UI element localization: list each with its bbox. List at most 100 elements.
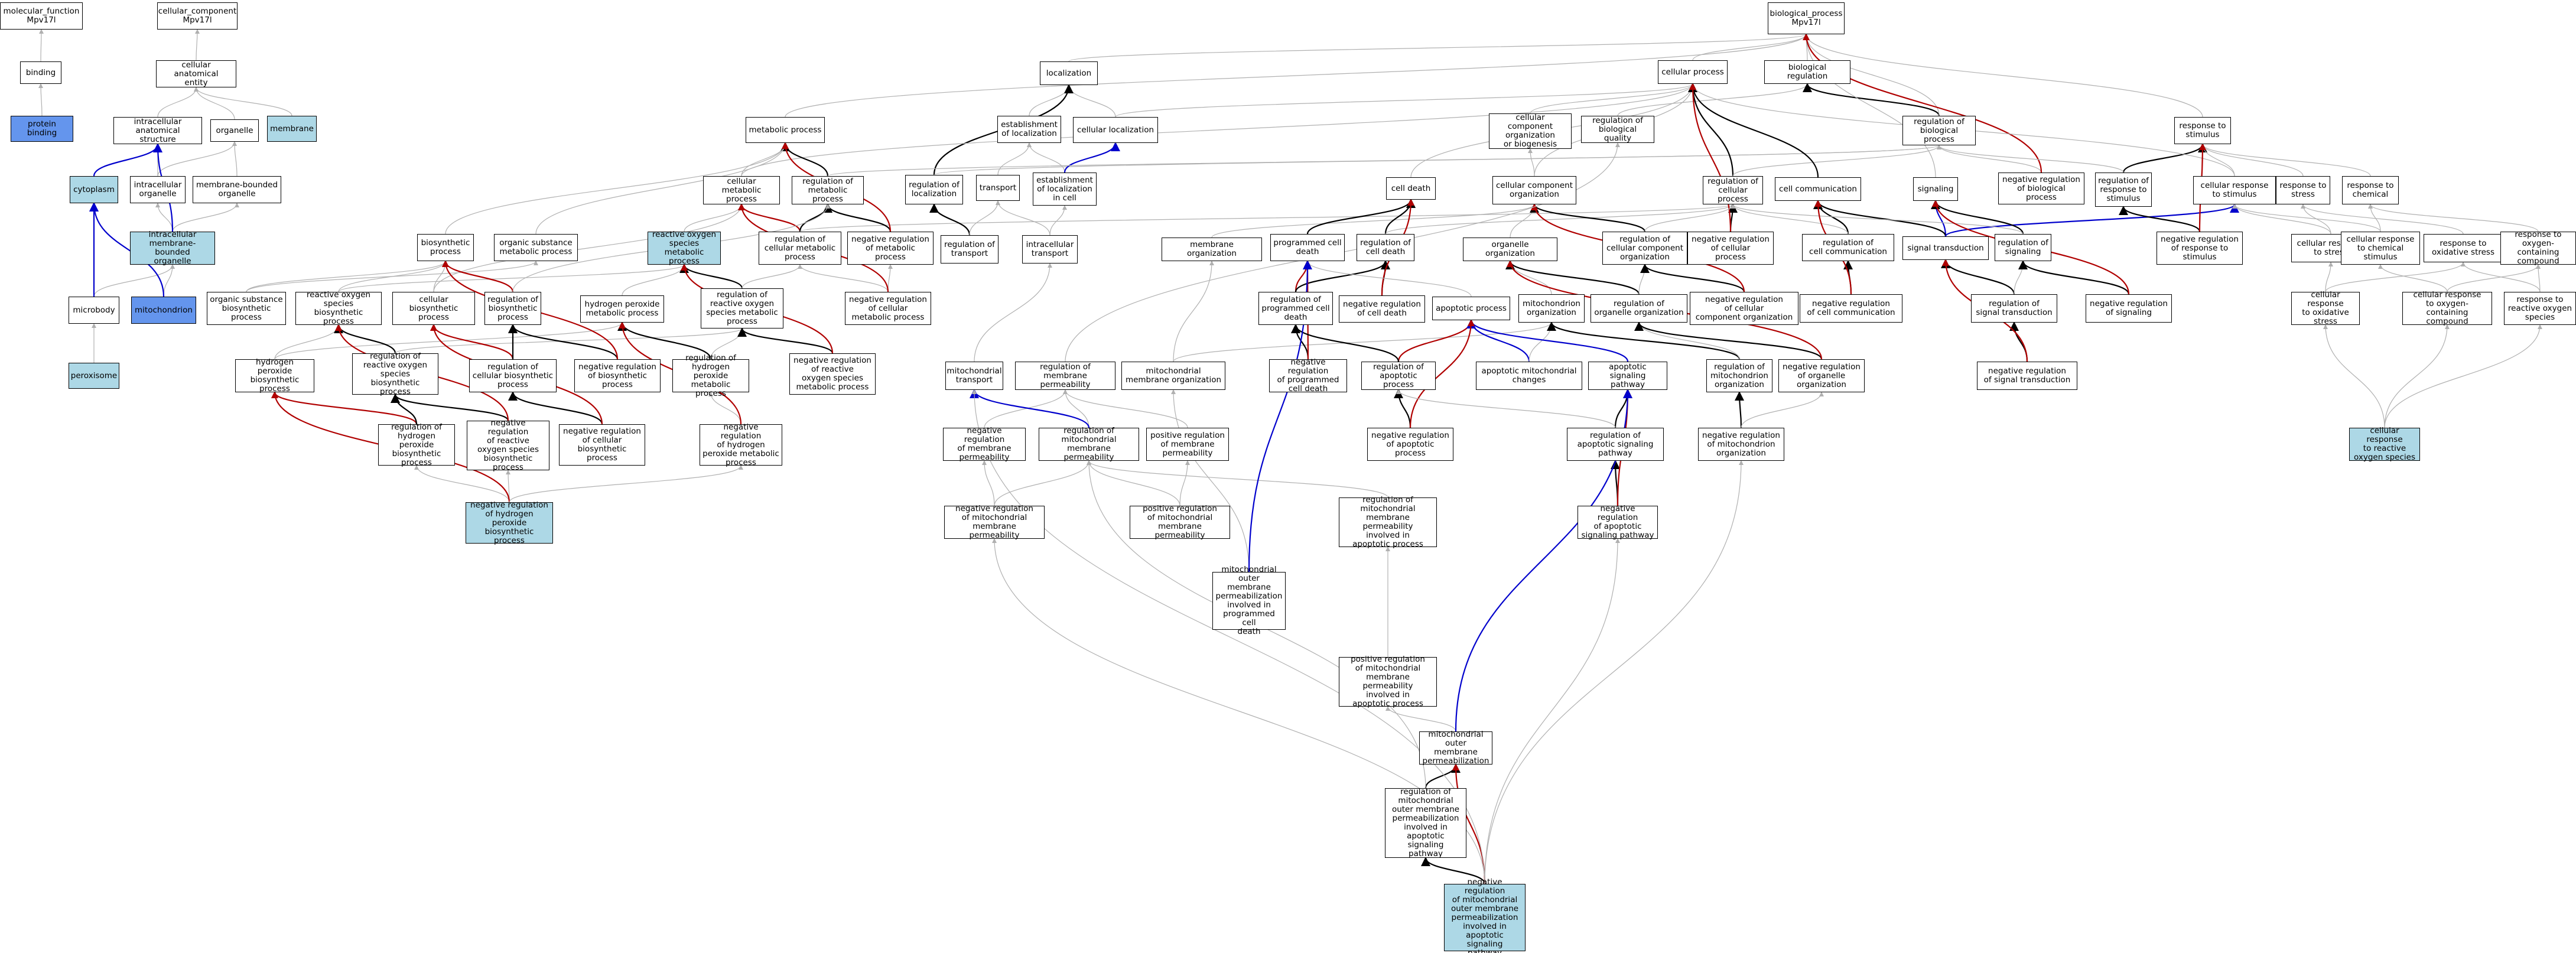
go-term-node[interactable]: cellular response to oxygen-containing c… <box>2402 291 2492 326</box>
go-term-node[interactable]: negative regulation of mitochondrion org… <box>1698 428 1784 461</box>
go-term-node[interactable]: reactive oxygen species metabolic proces… <box>648 230 721 266</box>
go-term-node[interactable]: cellular component organization <box>1492 176 1576 204</box>
go-term-node[interactable]: regulation of cell death <box>1357 234 1414 261</box>
go-term-node[interactable]: peroxisome <box>69 363 119 389</box>
go-term-node[interactable]: cellular process <box>1658 60 1728 84</box>
go-term-node[interactable]: mitochondrion <box>131 297 196 324</box>
go-term-node[interactable]: negative regulation of reactive oxygen s… <box>467 419 549 472</box>
go-term-node[interactable]: negative regulation of apoptotic signali… <box>1578 505 1658 540</box>
go-term-node[interactable]: protein binding <box>11 116 73 142</box>
go-term-node[interactable]: regulation of cellular biosynthetic proc… <box>469 359 557 392</box>
go-term-node[interactable]: establishment of localization in cell <box>1033 173 1097 206</box>
go-term-node[interactable]: cell death <box>1386 177 1436 200</box>
go-term-node[interactable]: intracellular transport <box>1022 235 1078 264</box>
go-term-node[interactable]: cellular anatomical entity <box>156 60 236 87</box>
go-term-node[interactable]: membrane <box>267 116 317 142</box>
go-term-node[interactable]: negative regulation of organelle organiz… <box>1778 359 1865 392</box>
go-term-node[interactable]: negative regulation of membrane permeabi… <box>943 427 1026 462</box>
go-term-node[interactable]: regulation of biosynthetic process <box>484 292 541 325</box>
go-term-node[interactable]: cellular biosynthetic process <box>392 292 475 325</box>
go-term-node[interactable]: regulation of signal transduction <box>1971 294 2057 323</box>
go-term-node[interactable]: programmed cell death <box>1270 234 1345 261</box>
go-term-node[interactable]: membrane organization <box>1162 238 1262 261</box>
go-term-node[interactable]: regulation of cellular metabolic process <box>759 232 841 265</box>
go-term-node[interactable]: regulation of biological process <box>1902 116 1976 145</box>
go-term-node[interactable]: hydrogen peroxide metabolic process <box>580 295 664 323</box>
go-term-node[interactable]: transport <box>976 175 1020 201</box>
go-term-node[interactable]: membrane-bounded organelle <box>193 176 281 203</box>
go-term-node[interactable]: regulation of mitochondrion organization <box>1706 359 1772 392</box>
go-term-node[interactable]: regulation of mitochondrial outer membra… <box>1385 788 1466 858</box>
go-term-node[interactable]: cell communication <box>1775 177 1861 201</box>
go-term-node[interactable]: cellular response to oxidative stress <box>2291 291 2360 326</box>
go-term-node[interactable]: response to stress <box>2276 176 2330 204</box>
go-term-node[interactable]: intracellular anatomical structure <box>113 117 202 144</box>
go-term-node[interactable]: negative regulation of cell death <box>1339 295 1425 323</box>
go-term-node[interactable]: negative regulation of hydrogen peroxide… <box>700 422 782 467</box>
go-term-node[interactable]: signaling <box>1913 177 1958 201</box>
go-term-node[interactable]: organelle organization <box>1463 238 1557 261</box>
go-term-node[interactable]: organic substance metabolic process <box>494 234 578 261</box>
go-term-node[interactable]: negative regulation of cell communicatio… <box>1800 294 1902 323</box>
go-term-node[interactable]: response to reactive oxygen species <box>2504 292 2576 325</box>
go-term-node[interactable]: apoptotic process <box>1432 297 1510 320</box>
go-term-node[interactable]: cellular component organization or bioge… <box>1489 113 1572 149</box>
go-term-node[interactable]: negative regulation of metabolic process <box>847 232 934 265</box>
go-term-node[interactable]: positive regulation of membrane permeabi… <box>1146 428 1229 461</box>
go-term-node[interactable]: regulation of transport <box>941 235 998 264</box>
go-term-node[interactable]: mitochondrial outer membrane permeabiliz… <box>1212 565 1286 636</box>
go-term-node[interactable]: reactive oxygen species biosynthetic pro… <box>295 291 382 326</box>
go-term-node[interactable]: regulation of reactive oxygen species me… <box>701 288 783 328</box>
go-term-node[interactable]: negative regulation of cellular biosynth… <box>559 424 645 466</box>
go-term-node[interactable]: localization <box>1040 61 1098 85</box>
go-term-node[interactable]: negative regulation of apoptotic process <box>1367 428 1453 461</box>
go-term-node[interactable]: apoptotic mitochondrial changes <box>1476 362 1582 390</box>
go-term-node[interactable]: apoptotic signaling pathway <box>1588 362 1667 390</box>
go-term-node[interactable]: negative regulation of reactive oxygen s… <box>789 353 876 395</box>
go-term-node[interactable]: cellular response to stimulus <box>2193 176 2276 204</box>
go-term-node[interactable]: organic substance biosynthetic process <box>207 292 286 325</box>
go-term-node[interactable]: regulation of organelle organization <box>1591 294 1687 323</box>
go-term-node[interactable]: intracellular membrane-bounded organelle <box>130 230 215 266</box>
go-term-node[interactable]: negative regulation of mitochondrial out… <box>1444 877 1526 953</box>
go-term-node[interactable]: regulation of apoptotic process <box>1361 362 1436 390</box>
go-term-node[interactable]: cellular_component Mpv17l <box>157 2 238 30</box>
go-term-node[interactable]: establishment of localization <box>997 116 1061 143</box>
go-term-node[interactable]: cellular localization <box>1073 117 1158 143</box>
go-term-node[interactable]: cellular response to chemical stimulus <box>2341 232 2420 265</box>
go-term-node[interactable]: response to stimulus <box>2174 117 2231 144</box>
go-term-node[interactable]: regulation of apoptotic signaling pathwa… <box>1567 428 1664 461</box>
go-term-node[interactable]: negative regulation of programmed cell d… <box>1269 358 1347 393</box>
go-term-node[interactable]: intracellular organelle <box>130 176 186 203</box>
go-term-node[interactable]: regulation of localization <box>905 175 963 204</box>
go-term-node[interactable]: regulation of mitochondrial membrane per… <box>1039 427 1139 462</box>
go-term-node[interactable]: negative regulation of cellular componen… <box>1690 292 1798 325</box>
go-term-node[interactable]: regulation of mitochondrial membrane per… <box>1339 496 1437 549</box>
go-term-node[interactable]: mitochondrial membrane organization <box>1121 362 1225 390</box>
go-term-node[interactable]: negative regulation of biosynthetic proc… <box>574 359 661 392</box>
go-term-node[interactable]: regulation of reactive oxygen species bi… <box>352 352 438 396</box>
go-term-node[interactable]: organelle <box>210 119 259 142</box>
go-term-node[interactable]: regulation of metabolic process <box>792 176 864 204</box>
go-term-node[interactable]: positive regulation of mitochondrial mem… <box>1130 505 1230 540</box>
go-term-node[interactable]: mitochondrial transport <box>945 362 1003 390</box>
go-term-node[interactable]: negative regulation of biological proces… <box>1998 173 2084 204</box>
go-term-node[interactable]: signal transduction <box>1902 236 1989 260</box>
go-term-node[interactable]: negative regulation of signal transducti… <box>1977 362 2077 390</box>
go-term-node[interactable]: negative regulation of response to stimu… <box>2157 232 2243 265</box>
go-term-node[interactable]: regulation of cellular component organiz… <box>1602 232 1687 265</box>
go-term-node[interactable]: positive regulation of mitochondrial mem… <box>1339 655 1437 708</box>
go-term-node[interactable]: regulation of cell communication <box>1802 234 1894 261</box>
go-term-node[interactable]: mitochondrial outer membrane permeabiliz… <box>1419 730 1492 766</box>
go-term-node[interactable]: biological_process Mpv17l <box>1768 2 1845 34</box>
go-term-node[interactable]: cytoplasm <box>70 176 118 203</box>
go-term-node[interactable]: mitochondrion organization <box>1518 294 1585 323</box>
go-term-node[interactable]: hydrogen peroxide biosynthetic process <box>235 358 314 393</box>
go-term-node[interactable]: negative regulation of cellular process <box>1687 232 1774 265</box>
go-term-node[interactable]: regulation of membrane permeability <box>1015 362 1115 390</box>
go-term-node[interactable]: biosynthetic process <box>417 234 474 261</box>
go-term-node[interactable]: response to oxygen-containing compound <box>2500 230 2576 266</box>
go-term-node[interactable]: cellular response to reactive oxygen spe… <box>2349 427 2420 462</box>
go-term-node[interactable]: biological regulation <box>1764 60 1850 84</box>
go-term-node[interactable]: regulation of cellular process <box>1703 176 1763 204</box>
